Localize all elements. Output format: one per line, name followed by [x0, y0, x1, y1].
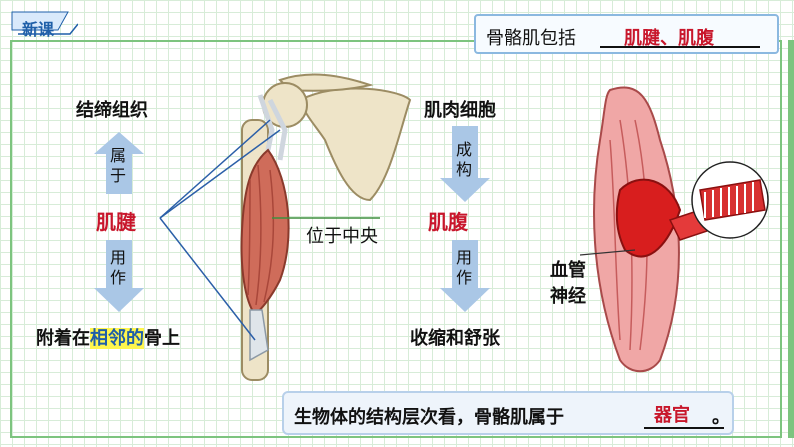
muscle-cross-section-illustration — [580, 86, 769, 373]
tendon-function-arrow — [94, 240, 144, 312]
arm-muscle-illustration — [159, 73, 412, 381]
attach-bone-label: 附着在相邻的骨上 — [36, 328, 180, 349]
muscle-belly-label: 肌腹 — [428, 210, 468, 234]
bottom-statement-end: 。 — [712, 407, 730, 428]
side-accent-bar — [788, 40, 794, 438]
bottom-statement-box: 生物体的结构层次看，骨骼肌属于 器官 。 — [282, 391, 734, 435]
tag-ribbon-icon — [11, 11, 79, 35]
summary-answer: 肌腱、肌腹 — [624, 28, 714, 49]
summary-prefix: 骨骼肌包括 — [486, 28, 576, 49]
center-position-label: 位于中央 — [306, 226, 378, 247]
down-arrow-icon — [440, 126, 490, 202]
tag-label: 新课 — [22, 20, 55, 39]
bottom-answer: 器官 — [654, 405, 690, 426]
summary-box: 骨骼肌包括 肌腱、肌腹 — [474, 14, 779, 54]
bottom-answer-blank — [644, 397, 724, 429]
down-arrow-icon — [440, 240, 490, 312]
summary-answer-blank — [600, 16, 760, 48]
tendon-function-label: 用作 — [110, 248, 129, 287]
up-arrow-icon — [94, 132, 144, 194]
down-arrow-icon — [94, 240, 144, 312]
belongs-label: 属于 — [110, 146, 129, 185]
vessel-nerve-label: 血管神经 — [550, 260, 586, 307]
belly-function-label: 用作 — [456, 248, 475, 287]
muscle-cell-label: 肌肉细胞 — [424, 100, 496, 121]
belly-function-arrow — [440, 240, 490, 312]
tendon-label: 肌腱 — [96, 210, 136, 234]
new-lesson-tag: 新课 — [8, 6, 79, 39]
bottom-statement-text: 生物体的结构层次看，骨骼肌属于 — [294, 407, 564, 428]
belongs-arrow — [94, 132, 144, 194]
composition-arrow — [440, 126, 490, 202]
composition-label: 成构 — [456, 140, 475, 179]
content-frame — [10, 40, 782, 438]
contract-relax-label: 收缩和舒张 — [410, 328, 500, 349]
connective-tissue-label: 结缔组织 — [76, 100, 148, 121]
